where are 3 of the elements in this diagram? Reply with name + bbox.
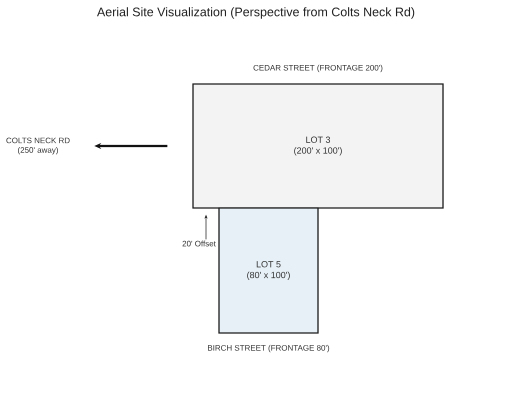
lot-box: LOT 5 (80' x 100') — [218, 207, 319, 334]
lot-box: LOT 3 (200' x 100') — [192, 83, 444, 209]
title: Aerial Site Visualization (Perspective from Colts Neck Rd) — [96, 7, 414, 19]
